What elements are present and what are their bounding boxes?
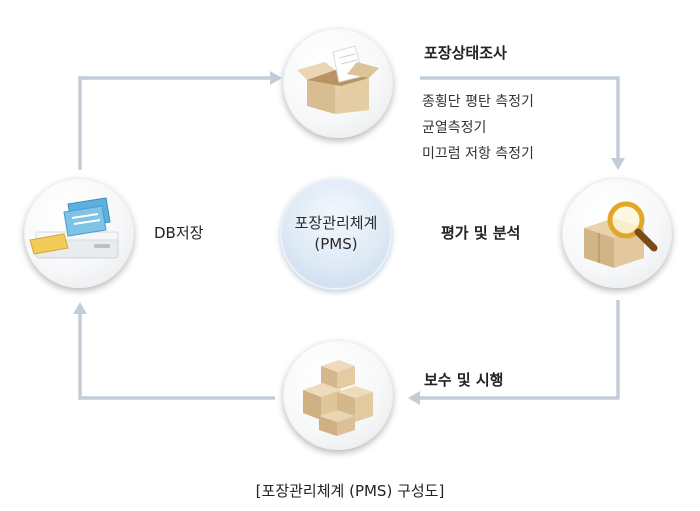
- stacked-boxes-icon: [303, 360, 373, 436]
- survey-item-1: 종횡단 평탄 측정기: [422, 94, 534, 110]
- arrowhead-up: [73, 302, 87, 314]
- survey-title: 포장상태조사: [424, 44, 507, 62]
- open-box-icon: [297, 45, 379, 114]
- evaluate-title: 평가 및 분석: [441, 224, 521, 242]
- flow-line-survey-to-evaluate: [420, 76, 620, 160]
- flow-line-evaluate-to-repair: [418, 300, 620, 400]
- center-line1: 포장관리체계: [294, 214, 378, 232]
- repair-title: 보수 및 시행: [424, 371, 504, 389]
- magnifier-box-icon: [584, 201, 658, 268]
- db-node: [24, 178, 134, 288]
- arrowhead-left: [408, 391, 420, 405]
- survey-item-2: 균열측정기: [422, 120, 487, 136]
- survey-item-3: 미끄럼 저항 측정기: [422, 146, 534, 162]
- flow-line-db-to-survey: [78, 76, 272, 170]
- diagram-caption: [포장관리체계 (PMS) 구성도]: [255, 482, 445, 500]
- survey-node: [283, 28, 393, 138]
- db-title: DB저장: [154, 224, 204, 242]
- pms-center-circle: 포장관리체계 (PMS): [280, 178, 392, 290]
- printer-database-icon: [29, 197, 119, 259]
- evaluate-node: [562, 178, 672, 288]
- arrowhead-down: [611, 158, 625, 170]
- flow-line-repair-to-db: [78, 310, 275, 400]
- center-line2: (PMS): [314, 235, 358, 253]
- arrowhead-right: [270, 71, 282, 85]
- repair-node: [283, 340, 393, 450]
